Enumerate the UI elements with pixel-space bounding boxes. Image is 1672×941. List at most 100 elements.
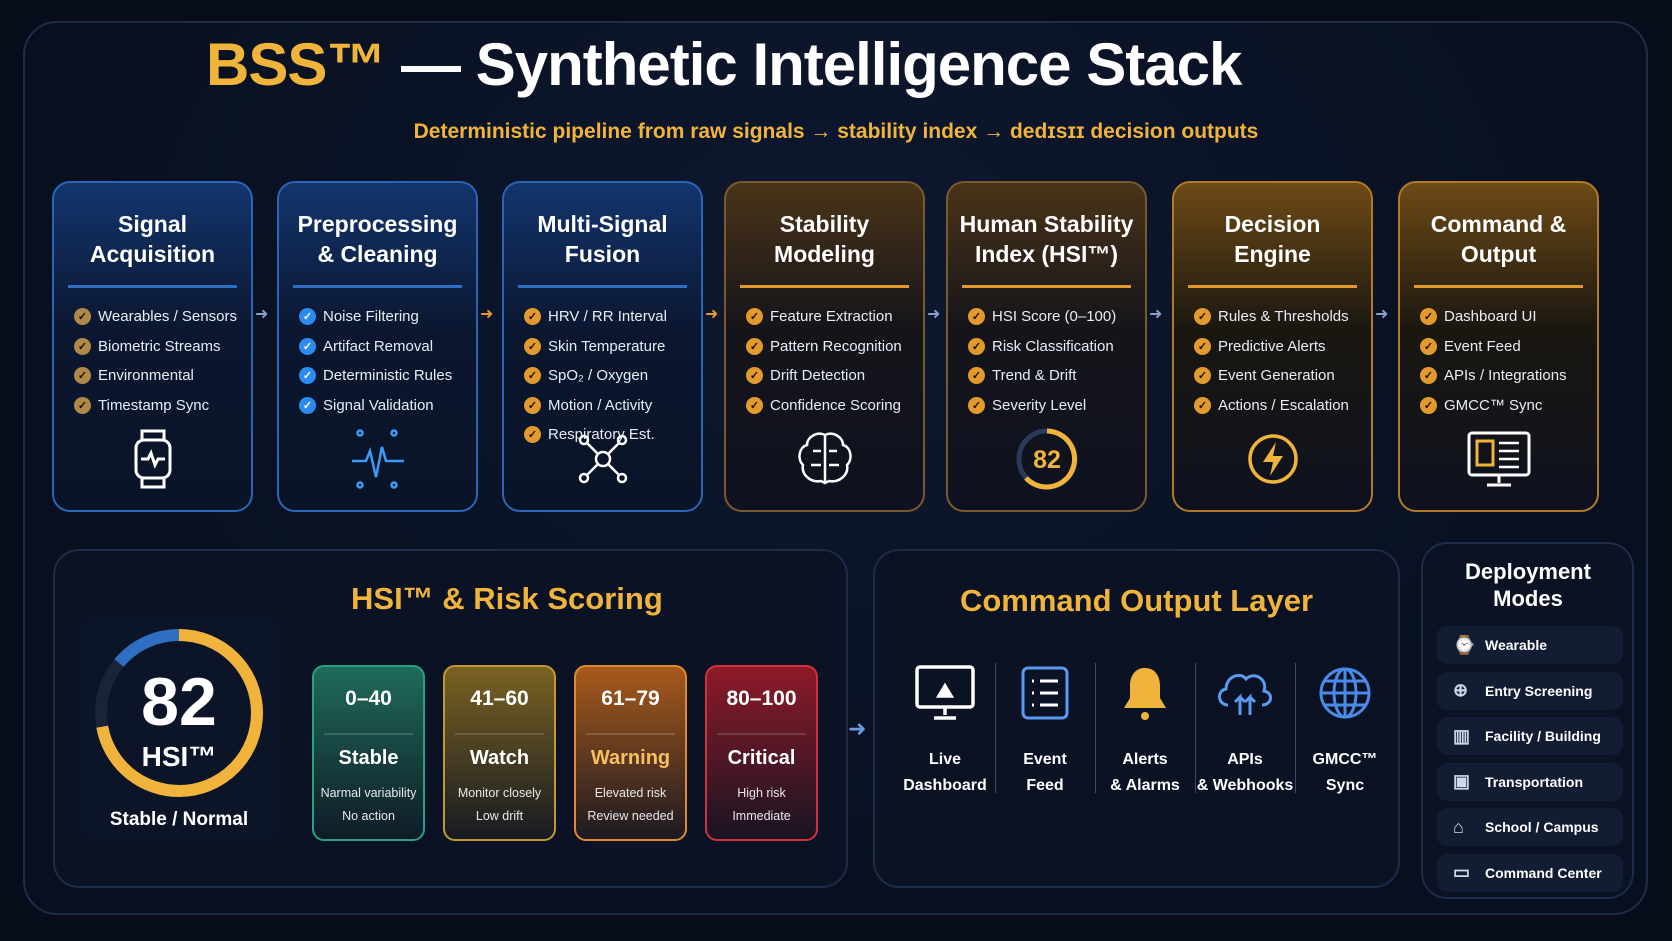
check-icon: ✓ [74, 367, 91, 385]
stage-title: Preprocessing & Cleaning [297, 211, 458, 267]
brain-icon [726, 424, 923, 494]
stage-card-6: Decision Engine✓Rules & Thresholds✓Predi… [1172, 181, 1373, 512]
deployment-panel: Deployment Modes ⌚Wearable ⊕Entry Screeni… [1421, 542, 1634, 899]
check-icon: ✓ [968, 308, 985, 326]
waveform-icon [279, 424, 476, 494]
deployment-mode[interactable]: ⌂School / Campus [1437, 808, 1623, 846]
bell-icon [1095, 661, 1195, 725]
monitor-icon: ▭ [1453, 862, 1471, 882]
check-icon: ✓ [299, 396, 316, 414]
arrow-right-icon: ➜ [927, 306, 941, 323]
check-icon: ✓ [1194, 396, 1211, 414]
hsi-heading: HSI™ & Risk Scoring [351, 581, 663, 616]
output-apis[interactable]: APIs& Webhooks [1195, 661, 1295, 799]
stage-item: ✓Event Feed [1420, 332, 1597, 362]
check-icon: ✓ [524, 426, 541, 444]
stage-item: ✓Skin Temperature [524, 332, 701, 362]
stage-item: ✓Drift Detection [746, 361, 923, 391]
hsi-status: Stable / Normal [109, 809, 249, 830]
check-icon: ✓ [968, 396, 985, 414]
bus-icon: ▣ [1453, 771, 1471, 791]
hsi-score: 82 [141, 664, 217, 740]
globe-icon [1295, 661, 1395, 725]
stage-item: ✓Wearables / Sensors [74, 302, 251, 332]
check-icon: ✓ [1420, 367, 1437, 385]
command-heading: Command Output Layer [959, 583, 1314, 618]
stage-item: ✓Respiratory Est. [524, 420, 701, 450]
check-icon: ✓ [1194, 367, 1211, 385]
stage-item: ✓HSI Score (0–100) [968, 302, 1145, 332]
arrow-right-icon: ➜ [255, 306, 269, 323]
stage-title: Stability Modeling [774, 211, 875, 267]
stage-item: ✓Predictive Alerts [1194, 332, 1371, 362]
stage-title: Decision Engine [1224, 211, 1321, 267]
network-icon [504, 424, 701, 494]
divider [962, 285, 1131, 288]
divider [1095, 663, 1096, 793]
arrow-right-icon: ➜ [480, 306, 494, 323]
deployment-mode[interactable]: ▥Facility / Building [1437, 717, 1623, 755]
deployment-heading: Deployment Modes [1465, 559, 1591, 611]
check-icon: ✓ [524, 396, 541, 414]
stage-item: ✓Deterministic Rules [299, 361, 476, 391]
arrow-right-icon: ➜ [1149, 306, 1163, 323]
subtitle: Deterministic pipeline from raw signals … [413, 120, 1259, 143]
monitor-icon [895, 661, 995, 725]
stage-item: ✓Actions / Escalation [1194, 391, 1371, 421]
check-icon: ✓ [968, 337, 985, 355]
stage-title: Signal Acquisition [89, 211, 216, 267]
arrow-right-icon: ➜ [848, 716, 867, 741]
check-icon: ✓ [1420, 396, 1437, 414]
stage-card-3: Multi-Signal Fusion✓HRV / RR Interval✓Sk… [502, 181, 703, 512]
arrow-right-icon: ➜ [705, 306, 719, 323]
stage-item: ✓Timestamp Sync [74, 391, 251, 421]
stage-card-5: Human Stability Index (HSI™) ✓HSI Score (… [946, 181, 1147, 512]
hsi-label: HSI™ [141, 741, 217, 772]
stage-item: ✓Severity Level [968, 391, 1145, 421]
school-icon: ⌂ [1453, 816, 1464, 837]
smartwatch-icon: ⌚ [1453, 634, 1476, 655]
divider [995, 663, 996, 793]
divider [1295, 663, 1296, 793]
output-alerts[interactable]: Alerts& Alarms [1095, 661, 1195, 799]
building-icon: ▥ [1453, 725, 1471, 746]
stage-card-7: Command & Output✓Dashboard UI✓Event Feed… [1398, 181, 1599, 512]
globe-icon: ⊕ [1453, 680, 1469, 700]
divider [740, 285, 909, 288]
hsi-gauge: 82 HSI™ Stable / Normal [79, 613, 279, 843]
smartwatch-icon [54, 424, 251, 494]
stage-title: Human Stability Index (HSI™) [959, 211, 1134, 267]
deployment-mode[interactable]: ⊕Entry Screening [1437, 671, 1623, 710]
stage-item: ✓HRV / RR Interval [524, 302, 701, 332]
check-icon: ✓ [746, 337, 763, 355]
stage-item: ✓Artifact Removal [299, 332, 476, 362]
check-icon: ✓ [968, 367, 985, 385]
stage-item: ✓Confidence Scoring [746, 391, 923, 421]
deployment-mode[interactable]: ⌚Wearable [1437, 626, 1623, 664]
stage-item: ✓Dashboard UI [1420, 302, 1597, 332]
divider [1188, 285, 1357, 288]
page-title: BSS™ — Synthetic Intelligence Stack [206, 31, 1242, 98]
check-icon: ✓ [746, 308, 763, 326]
stage-item: ✓Signal Validation [299, 391, 476, 421]
stage-item: ✓GMCC™ Sync [1420, 391, 1597, 421]
check-icon: ✓ [746, 367, 763, 385]
divider [293, 285, 462, 288]
check-icon: ✓ [524, 308, 541, 326]
check-icon: ✓ [299, 367, 316, 385]
check-icon: ✓ [1194, 337, 1211, 355]
deployment-mode[interactable]: ▣Transportation [1437, 762, 1623, 801]
stage-item: ✓APIs / Integrations [1420, 361, 1597, 391]
divider [1414, 285, 1583, 288]
stage-card-2: Preprocessing & Cleaning✓Noise Filtering… [277, 181, 478, 512]
deployment-mode[interactable]: ▭Command Center [1437, 853, 1623, 892]
stage-item: ✓SpO₂ / Oxygen [524, 361, 701, 391]
